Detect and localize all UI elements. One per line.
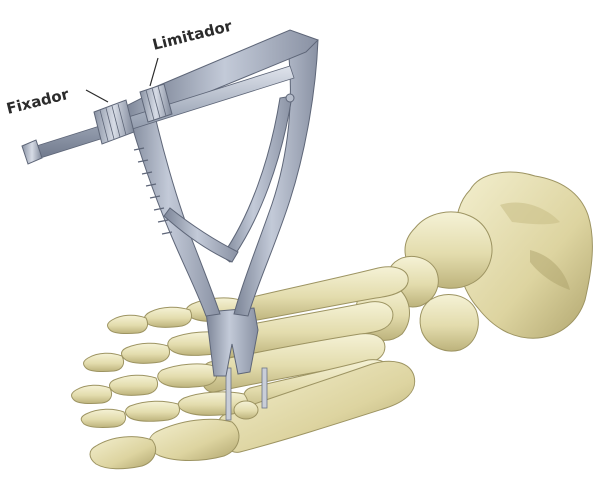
pivot-pin [286, 94, 294, 102]
limitador-label: Limitador [151, 17, 235, 54]
fixador-leader-line [86, 90, 108, 102]
fixador-knob [94, 100, 134, 144]
foot-skeleton [72, 172, 593, 469]
instrument-left-arm [126, 94, 220, 316]
limitador-leader-line [150, 58, 158, 86]
rod-end-cap [22, 140, 42, 164]
cuboid-bone [420, 295, 478, 351]
sesamoid-bone [234, 401, 258, 419]
callout-fixador: Fixador [5, 85, 108, 118]
fixador-label: Fixador [5, 85, 72, 118]
